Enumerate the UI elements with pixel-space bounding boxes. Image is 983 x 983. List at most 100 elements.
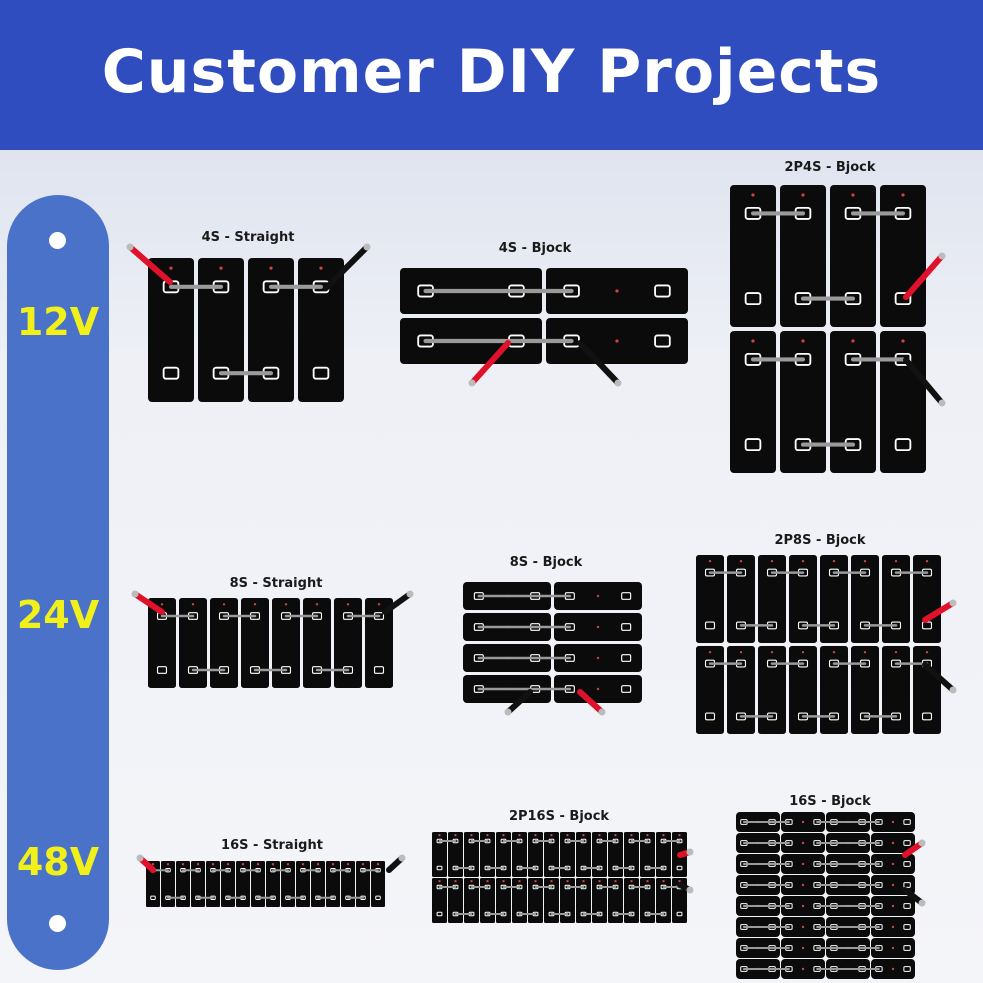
battery-pack-8s-straight [148,598,393,688]
project-title-4s-bjock: 4S - Bjock [499,241,572,256]
polarity-mark [801,925,805,929]
polarity-mark [863,650,867,654]
polarity-mark [739,650,743,654]
battery-cell [880,185,926,327]
cell-terminal [704,712,716,721]
battery-cell [789,555,817,643]
battery-cell [758,555,786,643]
battery-cell [266,861,280,907]
polarity-mark [502,879,505,883]
battery-cell [272,598,300,688]
polarity-mark [801,339,805,343]
lead-terminal [938,399,946,407]
polarity-mark [486,879,489,883]
polarity-mark [646,879,649,883]
battery-cell [432,878,447,923]
battery-cell [326,861,340,907]
lead-terminal [938,252,946,260]
battery-cell [544,878,559,923]
negative-lead [323,244,370,291]
project-title-8s-straight: 8S - Straight [230,576,323,591]
polarity-mark [894,650,898,654]
polarity-mark [598,833,601,837]
polarity-mark [361,863,365,866]
cell-terminal [312,366,330,380]
battery-cell [592,878,607,923]
negative-lead [577,340,621,386]
battery-cell [820,646,848,734]
lead-terminal [918,899,926,907]
polarity-mark [346,603,350,606]
voltage-label-24v: 24V [16,593,100,637]
polarity-mark [801,193,805,197]
project-title-16s-bjock: 16S - Bjock [789,794,871,809]
project-title-4s-straight: 4S - Straight [202,230,295,245]
cell-terminal [744,438,762,452]
polarity-mark [925,650,929,654]
polarity-mark [770,650,774,654]
battery-cell [191,861,205,907]
polarity-mark [678,833,681,837]
project-title-16s-straight: 16S - Straight [221,838,323,853]
polarity-mark [438,879,441,883]
battery-cell [356,861,370,907]
lead-terminal [363,243,371,251]
polarity-mark [550,833,553,837]
battery-cell [913,646,941,734]
polarity-mark [891,904,895,908]
polarity-mark [801,841,805,845]
cell-terminal [162,366,180,380]
positive-lead [577,689,605,715]
battery-pack-2p8s-bjock [696,555,941,734]
polarity-mark [751,339,755,343]
battery-cell [464,878,479,923]
polarity-mark [596,656,600,660]
polarity-mark [598,879,601,883]
battery-cell [464,832,479,877]
polarity-mark [286,863,290,866]
polarity-mark [614,833,617,837]
battery-pack-4s-straight [148,258,344,402]
battery-cell [882,646,910,734]
battery-cell [727,555,755,643]
page-title: Customer DIY Projects [101,37,882,107]
polarity-mark [518,879,521,883]
polarity-mark [662,833,665,837]
polarity-mark [301,863,305,866]
positive-lead [903,253,945,300]
battery-pack-16s-straight [146,861,385,907]
voltage-bar: 12V 24V 48V [7,195,109,970]
lead-terminal [504,708,512,716]
polarity-mark [708,650,712,654]
polarity-mark [678,879,681,883]
battery-cell [176,861,190,907]
cell-terminal [621,685,632,693]
battery-cell [624,878,639,923]
polarity-mark [582,833,585,837]
polarity-mark [284,603,288,606]
cell-terminal [744,292,762,306]
battery-pack-8s-bjock [463,582,642,703]
battery-cell [334,598,362,688]
project-title-8s-bjock: 8S - Bjock [510,555,583,570]
polarity-mark [502,833,505,837]
lead-terminal [686,848,694,856]
battery-cell [640,878,655,923]
polarity-mark [271,863,275,866]
polarity-mark [160,603,164,606]
polarity-mark [550,879,553,883]
polarity-mark [630,833,633,837]
battery-cell [608,832,623,877]
battery-cell [820,555,848,643]
battery-cell [432,832,447,877]
cell-terminal [621,592,632,600]
polarity-mark [901,339,905,343]
polarity-mark [863,559,867,563]
battery-cell [221,861,235,907]
polarity-mark [615,339,619,343]
battery-cell [210,598,238,688]
positive-lead [469,340,511,386]
polarity-mark [596,687,600,691]
voltage-label-12v: 12V [16,300,100,344]
polarity-mark [319,266,323,270]
